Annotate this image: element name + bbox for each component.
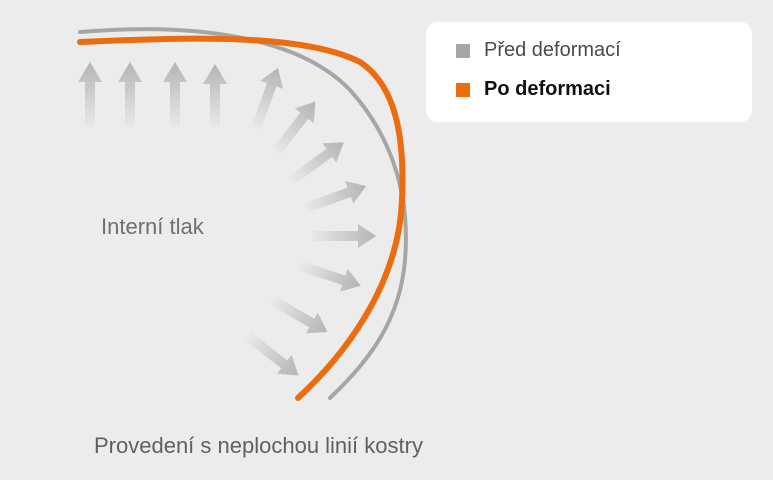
pressure-arrow (298, 261, 361, 292)
legend-before-label: Před deformací (484, 39, 621, 61)
legend: Před deformací Po deformaci (426, 22, 752, 122)
pressure-arrow (251, 67, 284, 130)
legend-after-label: Po deformaci (484, 78, 611, 100)
legend-item-before: Před deformací (456, 39, 621, 62)
before-deformation-curve (78, 27, 408, 400)
after-swatch (456, 82, 470, 97)
pressure-arrow (289, 142, 344, 185)
pressure-arrow (78, 62, 102, 128)
pressure-arrow (203, 64, 227, 128)
pressure-arrow (163, 62, 187, 128)
diagram-caption: Provedení s neplochou linií kostry (94, 433, 423, 458)
pressure-arrow (304, 180, 367, 213)
before-swatch (456, 43, 470, 58)
pressure-arrow (244, 332, 299, 376)
pressure-arrow (312, 224, 376, 248)
legend-item-after: Po deformaci (456, 78, 611, 101)
pressure-arrow (272, 101, 316, 156)
pressure-arrow (118, 62, 142, 128)
internal-pressure-label: Interní tlak (101, 214, 204, 239)
pressure-arrow (269, 295, 328, 334)
after-deformation-curve (77, 35, 406, 401)
